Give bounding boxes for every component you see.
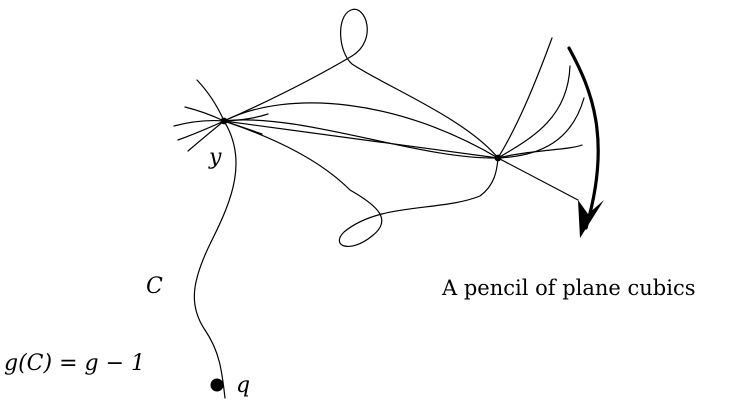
label-y: y <box>208 145 222 170</box>
label-genus: g(C) = g − 1 <box>4 351 145 376</box>
caption-pencil: A pencil of plane cubics <box>441 276 696 300</box>
base-point-y <box>220 117 228 125</box>
curve-c <box>193 120 237 399</box>
pencil-arrow <box>567 46 604 238</box>
pencil-members <box>223 8 585 247</box>
cubic-upper-loop <box>223 8 553 159</box>
whiskers-at-y <box>173 79 269 152</box>
cubic-lower-loop <box>223 120 583 247</box>
cubic-lower-middle <box>223 97 585 159</box>
whisker-3 <box>177 120 225 141</box>
cubic-straight <box>223 120 579 201</box>
pencil-arrow-head <box>578 200 604 238</box>
base-point-2 <box>494 154 502 162</box>
whisker-5 <box>196 79 225 122</box>
whisker-4 <box>187 120 225 152</box>
label-q: q <box>236 373 250 398</box>
point-q <box>210 378 224 392</box>
label-c: C <box>146 274 163 299</box>
cubic-upper-middle <box>223 65 571 159</box>
pencil-arrow-shaft <box>567 46 600 230</box>
